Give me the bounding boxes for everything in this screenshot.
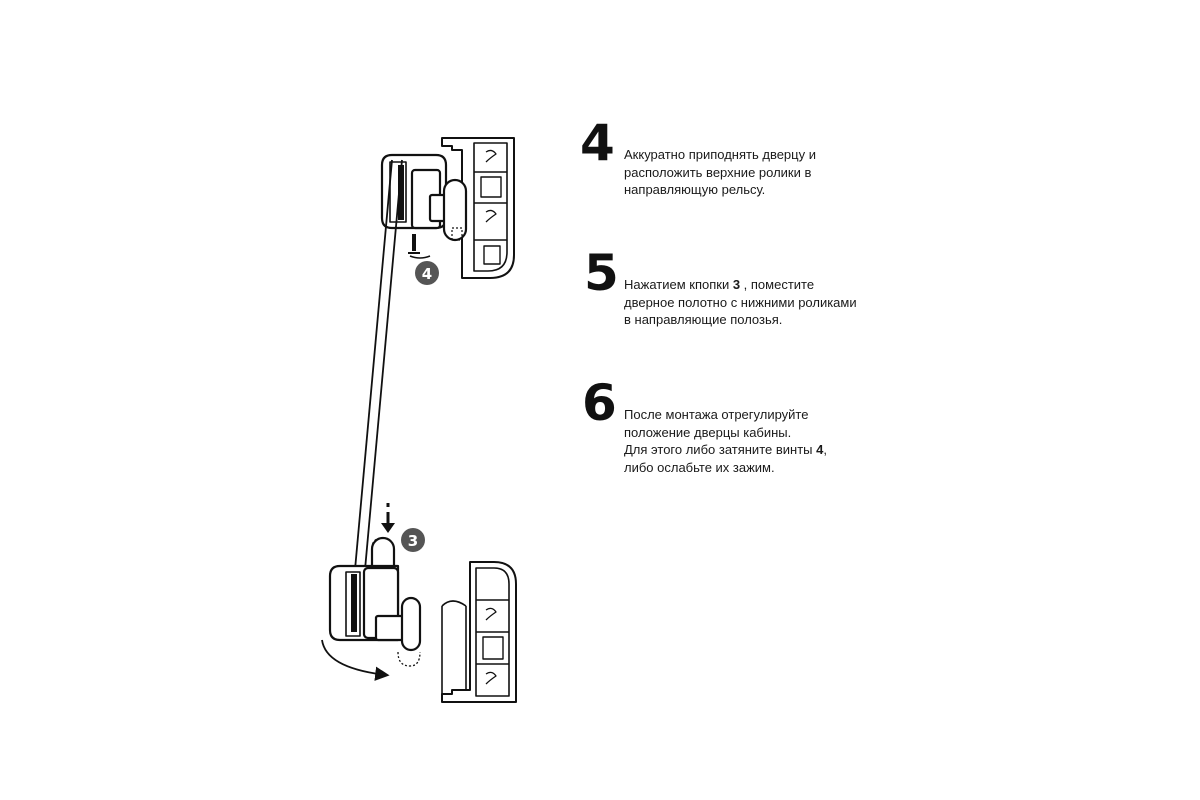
badge-label: 3 — [408, 532, 418, 550]
bold-ref: 3 — [732, 277, 741, 292]
text-segment: , поместите — [740, 277, 815, 292]
text-line: Нажатием кпопки 3 , поместите — [624, 276, 924, 294]
screw-badge-4: 4 — [415, 261, 439, 285]
text-segment: Нажатием кпопки — [624, 277, 733, 292]
text-segment: , — [823, 442, 827, 457]
button-badge-3: 3 — [401, 528, 425, 552]
top-roller-assembly — [380, 153, 468, 259]
text-line: либо ослабьте их зажим. — [624, 459, 775, 475]
text-line: направляющую рельсу. — [624, 182, 766, 197]
step-description-4: Аккуратно приподнять дверцу и расположит… — [624, 146, 924, 199]
text-line: После монтажа отрегулируйте — [624, 407, 809, 422]
text-line: в направляющие полозья. — [624, 312, 783, 327]
text-line: Аккуратно приподнять дверцу и — [624, 147, 816, 162]
step-description-6: После монтажа отрегулируйте положение дв… — [624, 406, 924, 476]
text-line: расположить верхние ролики в — [624, 164, 812, 180]
step-description-5: Нажатием кпопки 3 , поместите дверное по… — [624, 276, 924, 329]
step-number-5: 5 — [584, 244, 619, 302]
text-line: положение дверцы кабины. — [624, 424, 792, 440]
step-number-6: 6 — [582, 374, 617, 432]
push-arrow — [381, 503, 395, 533]
text-line: дверное полотно с нижними роликами — [624, 294, 857, 310]
glass-door-panel — [349, 159, 403, 626]
bold-ref: 4 — [816, 442, 824, 457]
badge-label: 4 — [422, 265, 432, 283]
text-segment: Для этого либо затяните винты — [624, 442, 817, 457]
rotation-arrow — [321, 639, 390, 681]
bottom-rail-profile — [441, 561, 517, 703]
text-line: Для этого либо затяните винты 4, — [624, 441, 924, 459]
step-number-4: 4 — [580, 114, 615, 172]
top-rail-profile — [441, 137, 515, 279]
bottom-roller-assembly — [328, 536, 422, 667]
